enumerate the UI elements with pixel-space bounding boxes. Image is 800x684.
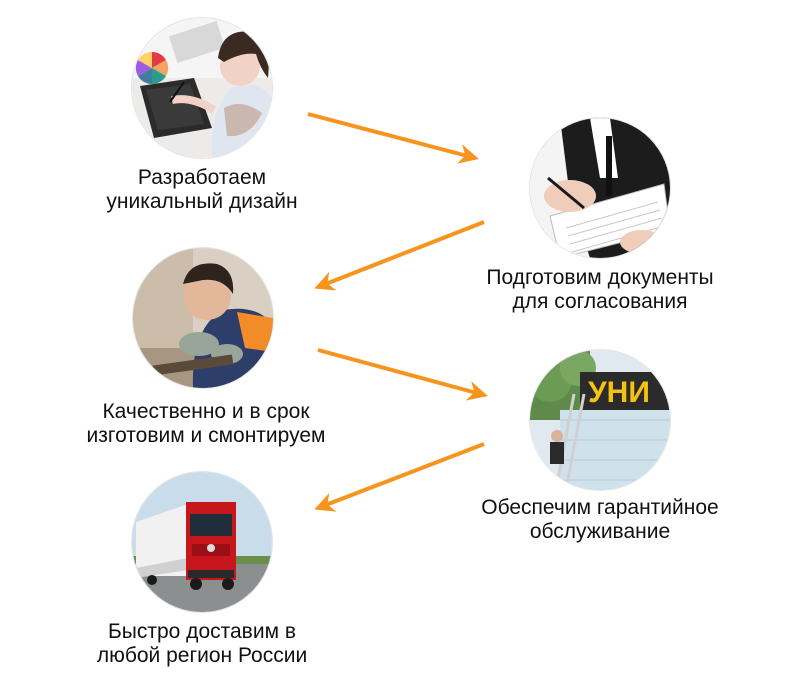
step-caption-line2: обслуживание: [529, 520, 671, 543]
step-caption-line2: для согласования: [512, 290, 688, 313]
arrow-step4-to-step5: [314, 442, 485, 512]
step-caption-line2: любой регион России: [96, 644, 308, 667]
step-caption-line1: Обеспечим гарантийное: [481, 496, 719, 519]
arrow-step2-to-step3: [314, 220, 485, 291]
arrow-step3-to-step4: [317, 348, 488, 401]
designer-drawing-tablet-photo: [132, 18, 272, 158]
step-manufacturing-caption: Качественно и в срок изготовим и смонтир…: [56, 400, 356, 448]
step-documents-caption: Подготовим документы для согласования: [460, 266, 740, 314]
step-caption-line2: уникальный дизайн: [106, 190, 298, 213]
step-caption-line1: Быстро доставим в: [108, 620, 296, 643]
step-design-caption: Разработаем уникальный дизайн: [82, 166, 322, 214]
worker-manufacturing-photo: [133, 248, 273, 388]
installed-sign-maintenance-photo: УНИ: [530, 350, 670, 490]
step-caption-line1: Разработаем: [137, 166, 267, 189]
step-delivery-caption: Быстро доставим в любой регион России: [72, 620, 332, 668]
delivery-truck-photo: [132, 472, 272, 612]
step-caption-line1: Качественно и в срок: [102, 400, 310, 423]
step-maintenance-caption: Обеспечим гарантийное обслуживание: [450, 496, 750, 544]
step-caption-line1: Подготовим документы: [486, 266, 714, 289]
signing-documents-photo: [530, 118, 670, 258]
svg-text:УНИ: УНИ: [588, 376, 650, 409]
step-caption-line2: изготовим и смонтируем: [86, 424, 326, 447]
arrow-step1-to-step2: [307, 112, 479, 164]
